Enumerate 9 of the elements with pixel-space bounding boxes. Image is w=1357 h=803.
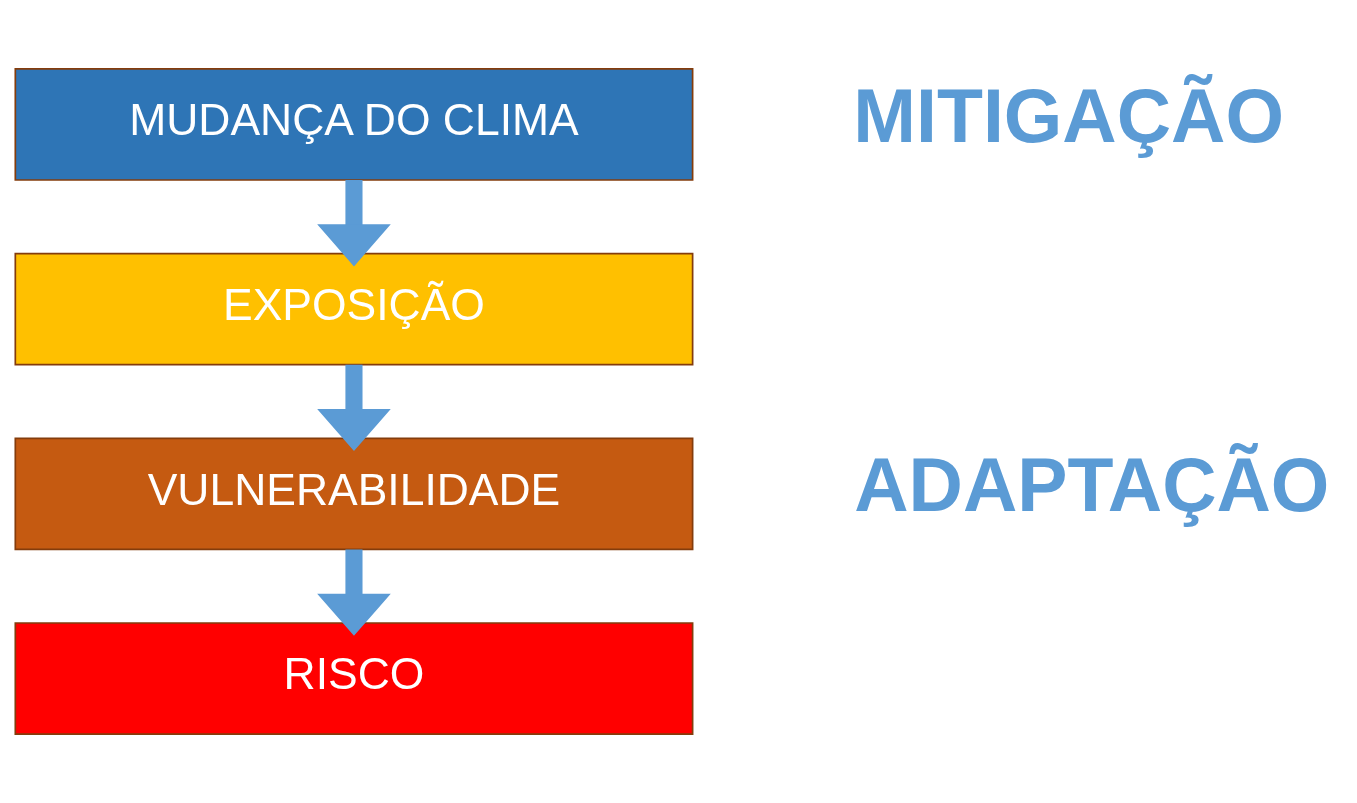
label: ADAPTAÇÃO xyxy=(854,443,1330,528)
node-box: MUDANÇA DO CLIMA xyxy=(14,68,694,181)
label: MITIGAÇÃO xyxy=(853,73,1284,158)
arrow xyxy=(317,549,391,636)
node-box: EXPOSIÇÃO xyxy=(14,252,694,366)
node-box: RISCO xyxy=(14,622,694,735)
arrow xyxy=(317,180,391,267)
arrow xyxy=(317,364,391,452)
node-box: VULNERABILIDADE xyxy=(14,437,694,551)
